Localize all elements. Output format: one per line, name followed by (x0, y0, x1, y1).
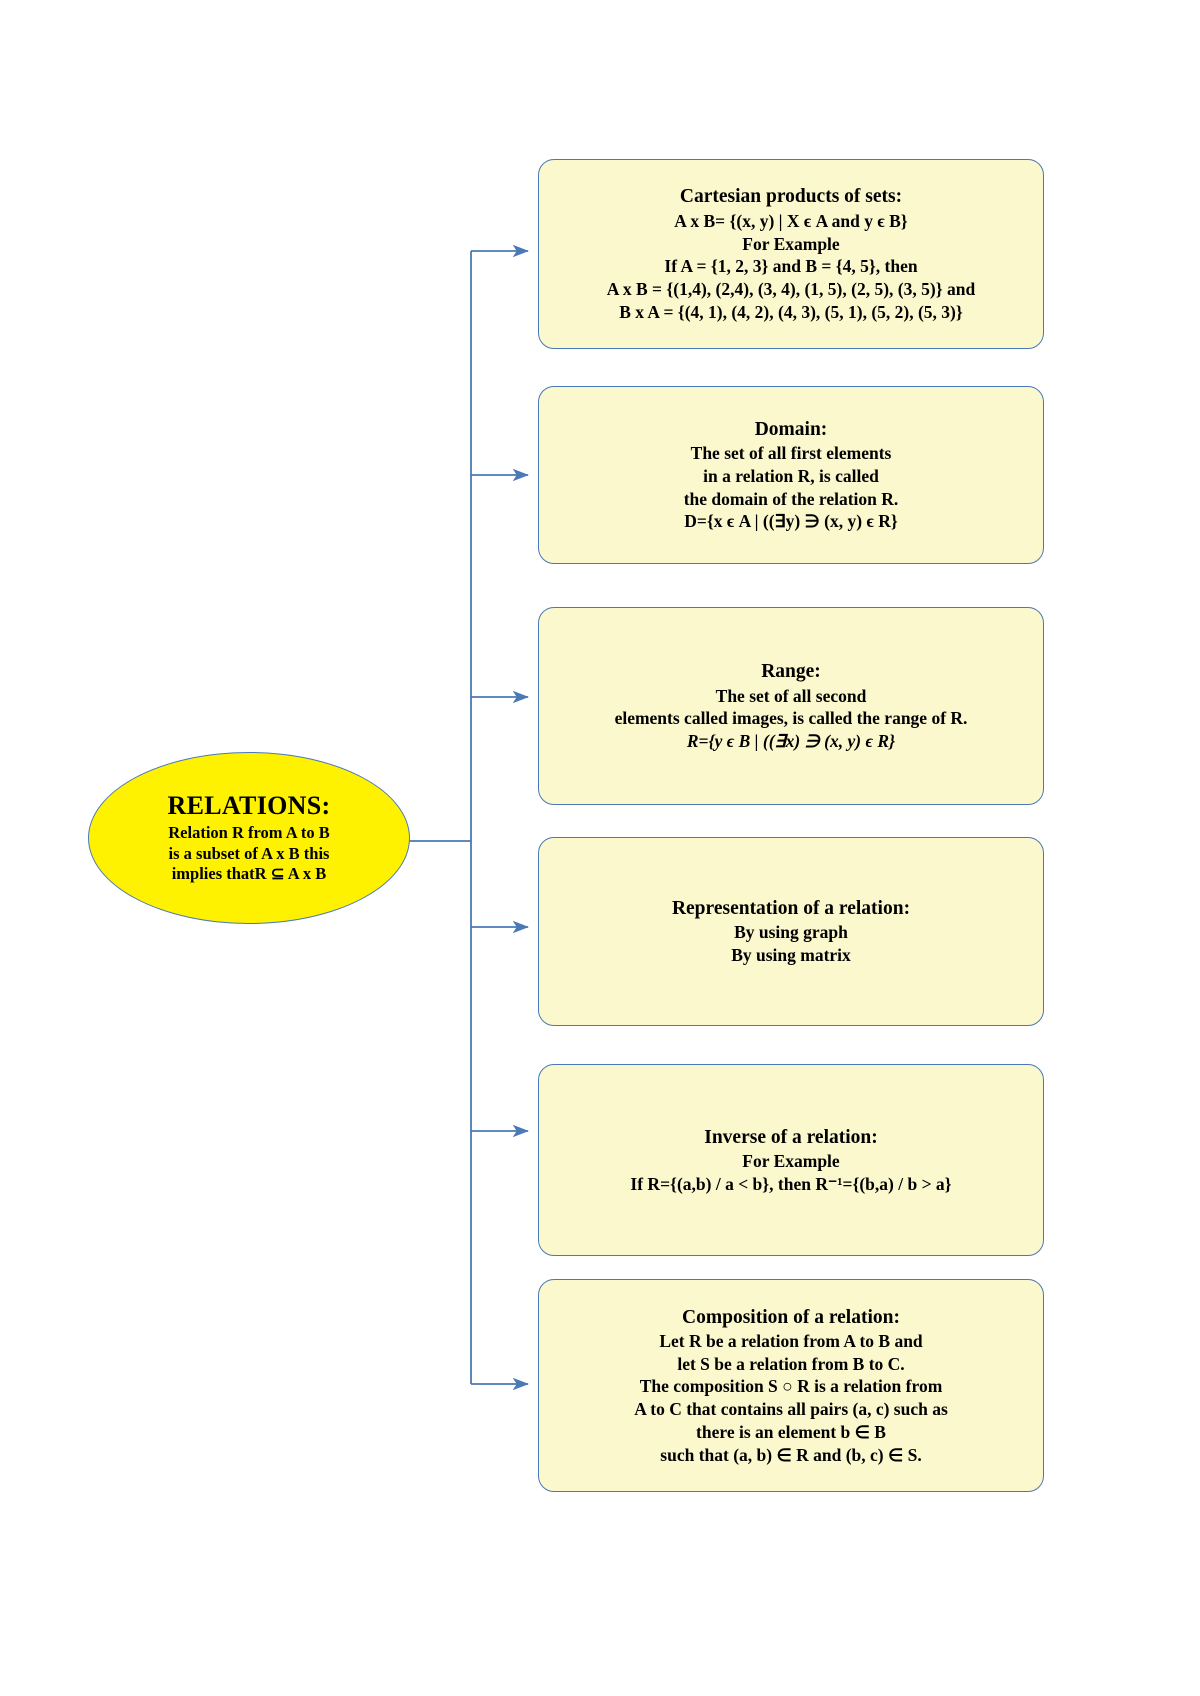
node-line: elements called images, is called the ra… (614, 708, 968, 729)
node-line: The set of all first elements (690, 443, 892, 464)
node-line: such that (a, b) ∈ R and (b, c) ∈ S. (660, 1444, 922, 1465)
node-title: Inverse of a relation: (704, 1126, 878, 1148)
root-node-relations[interactable]: RELATIONS: Relation R from A to B is a s… (88, 752, 410, 924)
root-line-2: is a subset of A x B this (168, 843, 330, 863)
root-line-3: implies thatR ⊆ A x B (171, 864, 327, 884)
node-title: Domain: (754, 418, 828, 440)
node-line: in a relation R, is called (703, 465, 879, 486)
root-title: RELATIONS: (167, 791, 331, 821)
node-line: If A = {1, 2, 3} and B = {4, 5}, then (664, 256, 918, 277)
node-title: Composition of a relation: (682, 1306, 900, 1328)
node-line: there is an element b ∈ B (696, 1421, 886, 1442)
node-cartesian-products[interactable]: Cartesian products of sets: A x B= {(x, … (538, 159, 1044, 349)
node-line: A to C that contains all pairs (a, c) su… (634, 1399, 948, 1420)
node-line: By using graph (734, 922, 848, 943)
node-representation[interactable]: Representation of a relation: By using g… (538, 837, 1044, 1026)
node-line: For Example (742, 233, 840, 254)
node-line: R={y ϵ B | ((∃x) ∋ (x, y) ϵ R} (686, 731, 896, 752)
node-line: For Example (742, 1150, 840, 1171)
node-line: By using matrix (731, 945, 851, 966)
node-line: A x B = {(1,4), (2,4), (3, 4), (1, 5), (… (606, 279, 976, 300)
node-range[interactable]: Range: The set of all second elements ca… (538, 607, 1044, 805)
node-line: D={x ϵ A | ((∃y) ∋ (x, y) ϵ R} (684, 511, 898, 532)
node-line: If R={(a,b) / a < b}, then R⁻¹={(b,a) / … (630, 1173, 952, 1194)
node-domain[interactable]: Domain: The set of all first elements in… (538, 386, 1044, 564)
root-line-1: Relation R from A to B (168, 823, 330, 843)
node-line: the domain of the relation R. (683, 488, 899, 509)
node-line: The set of all second (715, 685, 867, 706)
node-title: Cartesian products of sets: (679, 186, 903, 208)
node-title: Range: (761, 661, 821, 683)
node-line: The composition S ○ R is a relation from (639, 1376, 943, 1397)
node-line: A x B= {(x, y) | X ϵ A and y ϵ B} (674, 210, 908, 231)
node-composition[interactable]: Composition of a relation: Let R be a re… (538, 1279, 1044, 1492)
node-line: Let R be a relation from A to B and (659, 1330, 923, 1351)
node-line: let S be a relation from B to C. (677, 1353, 905, 1374)
node-line: B x A = {(4, 1), (4, 2), (4, 3), (5, 1),… (619, 301, 963, 322)
node-inverse[interactable]: Inverse of a relation: For Example If R=… (538, 1064, 1044, 1256)
node-title: Representation of a relation: (671, 898, 911, 920)
